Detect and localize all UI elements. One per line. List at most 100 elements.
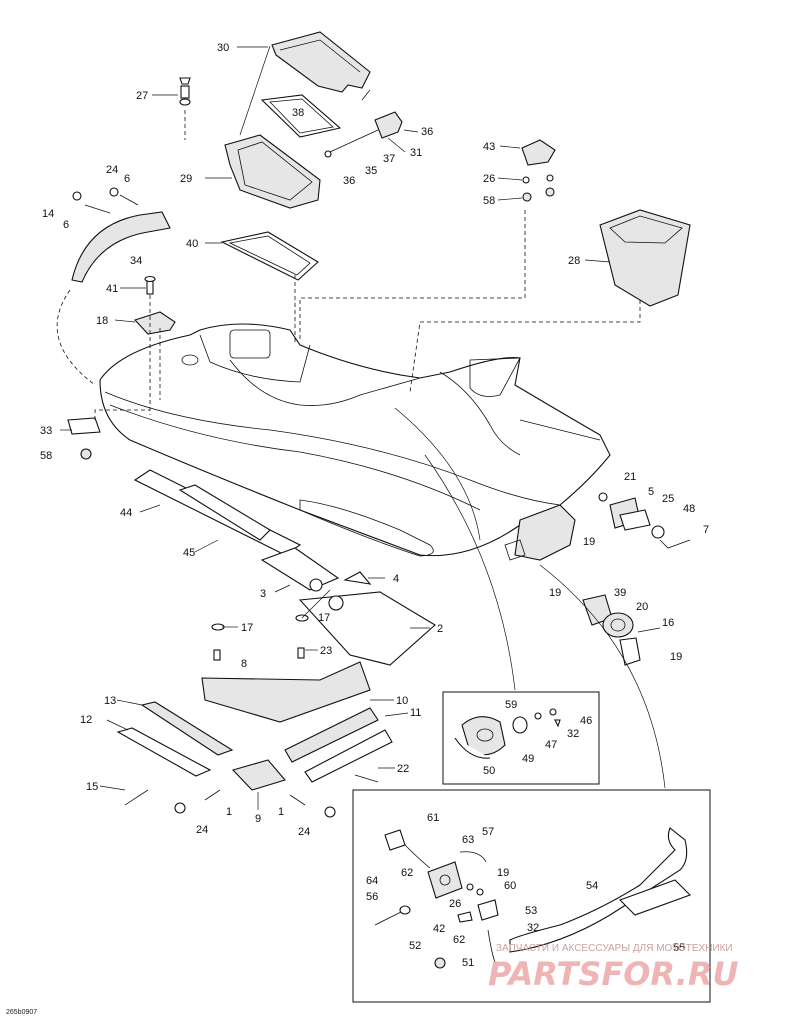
plate-33-nut-58 xyxy=(67,417,101,460)
callout-24: 24 xyxy=(106,164,118,176)
callout-30: 30 xyxy=(217,42,229,54)
bolts-1-15-22 xyxy=(124,774,379,818)
callout-17-b: 17 xyxy=(318,612,330,624)
triangle-4 xyxy=(343,571,372,585)
watermark-brand: PARTSFOR.RU xyxy=(488,955,738,993)
callout-36: 36 xyxy=(421,126,433,138)
cap-39-plug-20 xyxy=(582,594,641,666)
callout-54: 54 xyxy=(586,880,598,892)
callout-10: 10 xyxy=(396,695,408,707)
ride-plate-8 xyxy=(201,661,371,723)
callout-60: 60 xyxy=(504,880,516,892)
callout-37: 37 xyxy=(383,153,395,165)
screw-27 xyxy=(179,77,191,106)
connector-25 xyxy=(619,509,651,531)
storage-cover-30 xyxy=(271,31,371,93)
callout-24-b: 24 xyxy=(196,824,208,836)
latch-31 xyxy=(374,111,403,139)
storage-bucket-28 xyxy=(599,209,691,307)
panel-3 xyxy=(260,547,340,592)
bracket-18 xyxy=(134,311,176,335)
callout-52: 52 xyxy=(409,940,421,952)
callout-23: 23 xyxy=(320,645,332,657)
callout-6: 6 xyxy=(124,173,130,185)
callout-29: 29 xyxy=(180,173,192,185)
callout-1-b: 1 xyxy=(278,806,284,818)
sponson-10 xyxy=(284,707,379,763)
gasket-40 xyxy=(220,231,319,281)
callout-53: 53 xyxy=(525,905,537,917)
hull-body xyxy=(99,323,611,561)
screw-41 xyxy=(144,275,156,295)
callout-14: 14 xyxy=(42,208,54,220)
callout-36-b: 36 xyxy=(343,175,355,187)
watermark: ЗАПЧАСТИ И АКСЕССУАРЫ ДЛЯ МОТОТЕХНИКИ PA… xyxy=(488,943,738,993)
callout-22: 22 xyxy=(397,763,409,775)
callout-26: 26 xyxy=(483,173,495,185)
drawing-code: 265b0907 xyxy=(6,1009,37,1016)
detail-box-bilge xyxy=(352,789,711,1003)
callout-45: 45 xyxy=(183,547,195,559)
storage-bin-29 xyxy=(224,134,321,209)
callout-19-b: 19 xyxy=(549,587,561,599)
callout-50: 50 xyxy=(483,765,495,777)
gasket-38 xyxy=(260,94,342,138)
callout-64: 64 xyxy=(366,875,378,887)
callout-56: 56 xyxy=(366,891,378,903)
fasteners-6-14-24 xyxy=(72,187,139,214)
callout-1: 1 xyxy=(226,806,232,818)
callout-15: 15 xyxy=(86,781,98,793)
callout-58: 58 xyxy=(483,195,495,207)
callout-24-c: 24 xyxy=(298,826,310,838)
callout-25: 25 xyxy=(662,493,674,505)
callout-49: 49 xyxy=(522,753,534,765)
callout-5: 5 xyxy=(648,486,654,498)
callout-11: 11 xyxy=(410,707,421,719)
callout-3: 3 xyxy=(260,588,266,600)
callout-27: 27 xyxy=(136,90,148,102)
callout-leaders xyxy=(60,46,611,810)
callout-13: 13 xyxy=(104,695,116,707)
callout-19-c: 19 xyxy=(670,651,682,663)
callout-16: 16 xyxy=(662,617,674,629)
callout-4: 4 xyxy=(393,573,399,585)
callout-48: 48 xyxy=(683,503,695,515)
callout-57: 57 xyxy=(482,826,494,838)
callout-20: 20 xyxy=(636,601,648,613)
assembly-lines xyxy=(56,45,666,789)
callout-63: 63 xyxy=(462,834,474,846)
plate-45 xyxy=(178,484,271,541)
callout-58-b: 58 xyxy=(40,450,52,462)
callout-59: 59 xyxy=(505,699,517,711)
callout-26-b: 26 xyxy=(449,898,461,910)
callout-32: 32 xyxy=(567,728,579,740)
callout-47: 47 xyxy=(545,739,557,751)
callout-7: 7 xyxy=(703,524,709,536)
bracket-43 xyxy=(521,139,556,202)
sponson-13 xyxy=(140,701,234,756)
callout-19-d: 19 xyxy=(497,867,509,879)
callout-44: 44 xyxy=(120,507,132,519)
ride-plate-2 xyxy=(298,591,436,666)
callout-6-b: 6 xyxy=(63,219,69,231)
callout-19: 19 xyxy=(583,536,595,548)
callout-33: 33 xyxy=(40,425,52,437)
callout-18: 18 xyxy=(96,315,108,327)
screw-37 xyxy=(324,129,379,158)
callout-62: 62 xyxy=(401,867,413,879)
cable-7-48 xyxy=(651,525,691,549)
callout-2: 2 xyxy=(437,623,443,635)
callout-17: 17 xyxy=(241,622,253,634)
bracket-9 xyxy=(231,759,286,791)
callout-43: 43 xyxy=(483,141,495,153)
callout-38: 38 xyxy=(292,107,304,119)
callout-12: 12 xyxy=(80,714,92,726)
watermark-tagline: ЗАПЧАСТИ И АКСЕССУАРЫ ДЛЯ МОТОТЕХНИКИ xyxy=(496,943,733,954)
callout-40: 40 xyxy=(186,238,198,250)
fasteners-17-23 xyxy=(211,614,309,661)
callout-35: 35 xyxy=(365,165,377,177)
callout-9: 9 xyxy=(255,813,261,825)
callout-62-b: 62 xyxy=(453,934,465,946)
callout-46: 46 xyxy=(580,715,592,727)
